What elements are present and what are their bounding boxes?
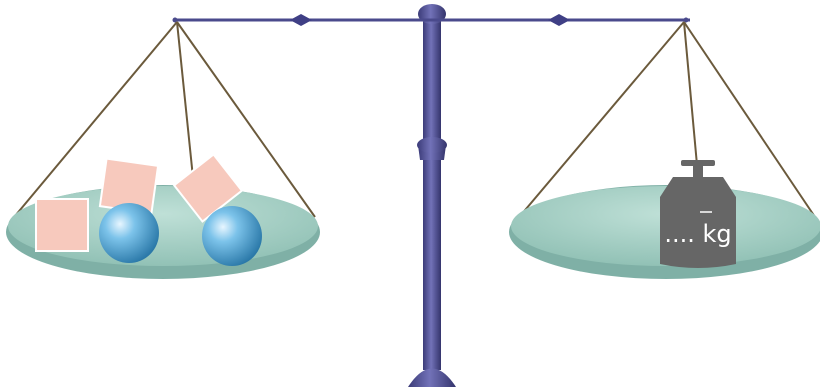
kg-weight: .... kg bbox=[660, 160, 736, 268]
square-block bbox=[35, 198, 89, 252]
weight-label: .... kg bbox=[664, 220, 731, 248]
ball bbox=[99, 203, 159, 263]
left-pan-contents bbox=[35, 153, 262, 266]
ball bbox=[202, 206, 262, 266]
square-block bbox=[172, 153, 244, 223]
scale-post bbox=[408, 4, 456, 387]
scale-beam bbox=[172, 14, 690, 26]
